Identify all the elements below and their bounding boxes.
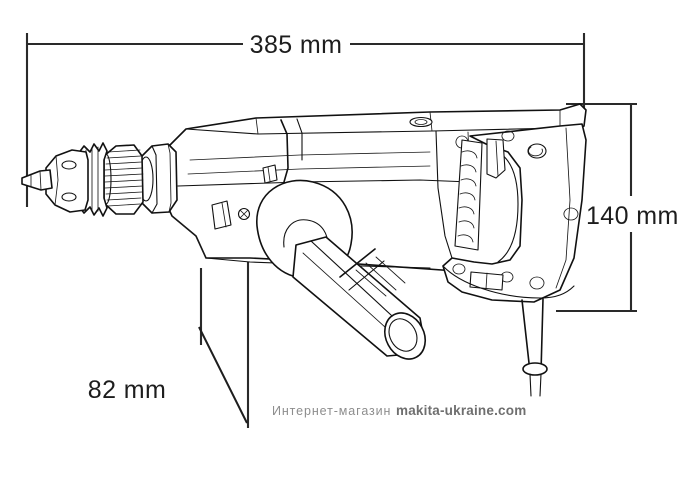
watermark-domain: makita-ukraine.com [396,403,526,418]
grip-bottom-edge [442,265,575,299]
drill-illustration [21,103,587,397]
housing-relief-2 [187,165,431,175]
body-screw [237,207,251,221]
vent-slots [457,150,478,243]
speed-selector-lever [262,164,278,184]
chuck-body-contour [54,155,59,206]
cord-tail-right [539,373,542,397]
chuck-jaws [21,169,53,191]
cord-right-edge [540,298,544,373]
chuck-jaw-hole-top [61,160,77,170]
gearbox-band-rear [296,118,303,161]
lever-line [267,166,271,182]
dimension-head-82: 82 mm [88,262,250,428]
leader-line [198,326,248,424]
dimension-label-height: 140 mm [586,202,679,230]
grip-screw-1 [501,130,515,142]
grip-ribs [355,256,406,297]
top-screw-plug [409,116,433,128]
collar-edge [151,145,158,214]
handle-shaft-highlight [310,240,405,328]
housing-relief-1 [189,151,431,161]
watermark: Интернет-магазин makita-ukraine.com [272,403,526,418]
gearbox-band-front [280,119,289,183]
jaw-split-lines [30,170,42,191]
dimension-label-head: 82 mm [88,376,166,404]
rating-label [469,271,504,291]
dimension-label-length: 385 mm [250,31,343,59]
grip-band-front [339,248,376,278]
grip-screw-4 [500,271,514,283]
grip-screw-5 [529,276,545,290]
chuck-gear-ring [100,144,144,215]
lock-button [527,143,547,159]
grip-inner-contour [497,151,519,263]
grip-rear-contour [555,127,571,289]
chuck-jaw-hole-bottom [61,192,77,202]
cord-tail-left [529,373,532,397]
handle-end-cap [383,312,427,360]
handle-end-cap-inner [388,318,418,352]
dimension-length-385: 385 mm [25,31,586,207]
vent-panel [454,139,483,251]
grip-screw-3 [452,263,466,275]
grip-band-front-2 [348,260,385,291]
handle-shaft-highlight-2 [302,252,397,338]
chuck-body [45,149,89,213]
spindle-collar [138,143,178,214]
body-controls [211,116,469,230]
top-screw-plug-inner [414,119,428,125]
mode-selector-lever [211,200,232,230]
housing-partition [435,130,453,259]
housing-rib-a [255,117,259,135]
mode-lever-line [221,202,227,228]
power-cord [521,298,548,397]
cooling-vents [454,139,483,251]
collar-edge-2 [167,143,172,213]
watermark-prefix: Интернет-магазин [272,404,391,418]
housing-relief-3 [177,179,471,187]
housing-nose-underside [171,215,207,259]
trigger-switch [486,138,506,179]
grip-screw-2 [563,207,579,221]
cord-left-edge [521,299,531,373]
cord-strain-relief [522,362,548,376]
auxiliary-side-handle [292,236,427,360]
trigger-seam [495,140,499,177]
d-handle-grip [442,123,587,303]
